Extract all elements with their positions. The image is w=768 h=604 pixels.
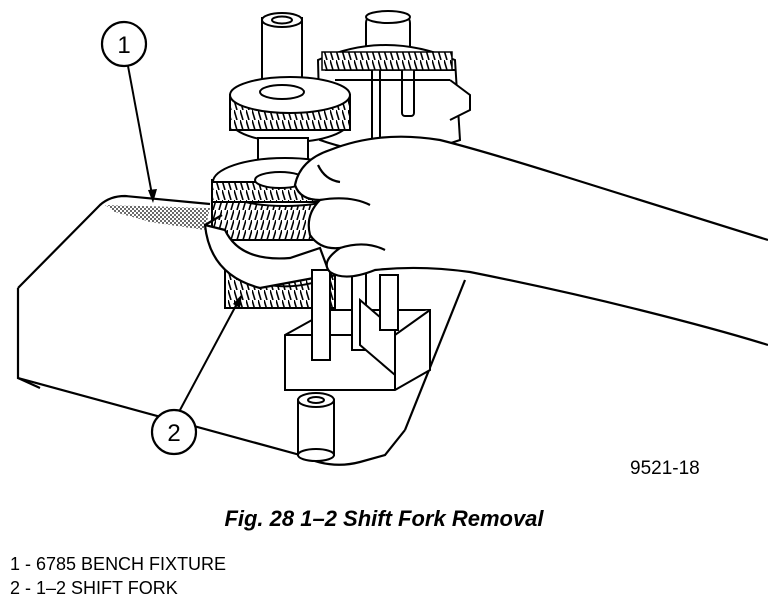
- legend: 1 - 6785 BENCH FIXTURE 2 - 1–2 SHIFT FOR…: [10, 552, 226, 600]
- plate-shading: [105, 205, 210, 230]
- figure-id: 9521-18: [630, 458, 700, 479]
- technician-hand: [293, 135, 768, 347]
- rear-gear-teeth: [321, 51, 453, 71]
- legend-item-shift-fork: 2 - 1–2 SHIFT FORK: [10, 578, 178, 598]
- figure-caption: Fig. 28 1–2 Shift Fork Removal: [224, 506, 544, 531]
- callout-1: 1: [100, 20, 157, 203]
- fixture-pin: [297, 392, 335, 462]
- shift-fork: [203, 214, 332, 290]
- shift-fork-removal-illustration: 1 2: [16, 10, 768, 466]
- callout-2-label: 2: [167, 420, 180, 447]
- callout-1-label: 1: [117, 32, 130, 59]
- callout-2: 2: [150, 294, 242, 456]
- fixture-blocks: [284, 259, 431, 391]
- upper-gear: [229, 76, 351, 143]
- legend-item-bench-fixture: 1 - 6785 BENCH FIXTURE: [10, 554, 227, 574]
